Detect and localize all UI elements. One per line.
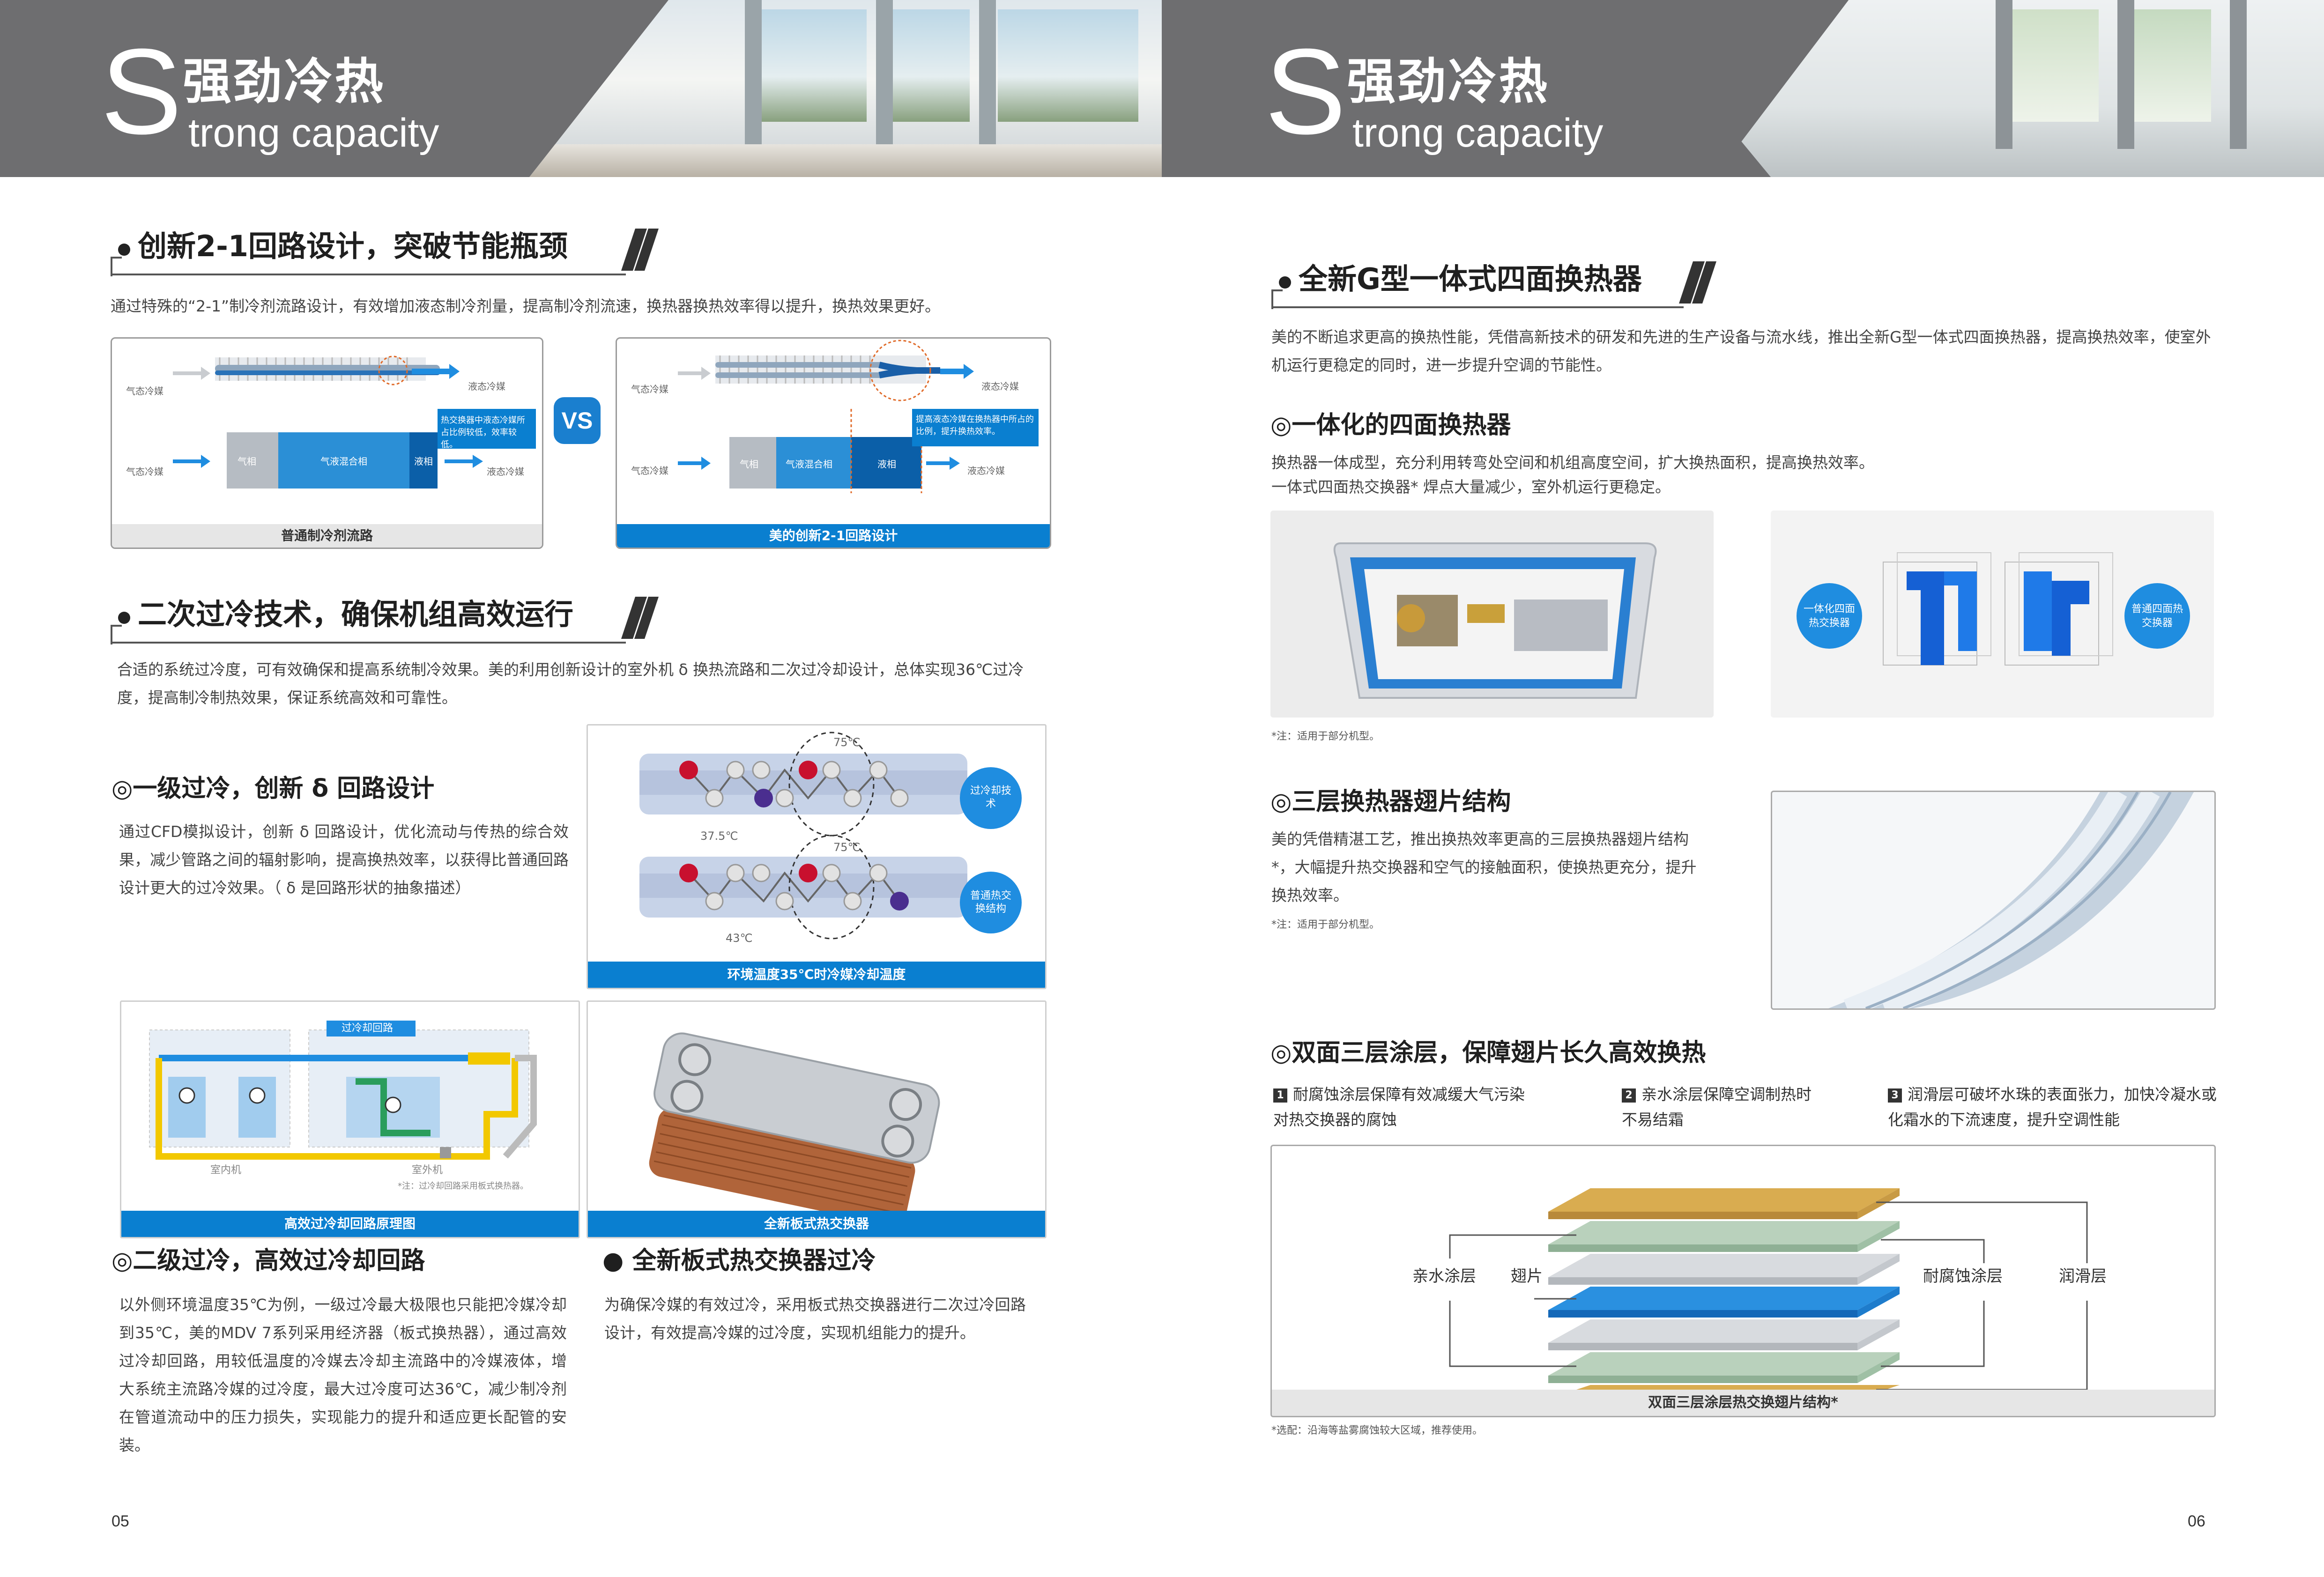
section-heading-text: 二次过冷技术，确保机组高效运行 [138,597,574,631]
section-heading-2-1-loop: 创新2-1回路设计，突破节能瓶颈 [111,224,659,276]
point-number: 1 [1273,1088,1287,1103]
liquid-out-label: 液态冷媒 [468,381,505,392]
header-title-cn: 强劲冷热 [1347,53,1550,110]
ordinary-exchange-badge: 普通热交换结构 [970,890,1011,915]
section-heading-g-type-exchanger: 全新G型一体式四面换热器 [1271,257,1716,309]
subcooling-badge: 过冷却技术 [970,785,1011,810]
seg-gas-label: 气相 [238,456,256,467]
outdoor-unit-label: 室外机 [412,1164,443,1176]
seg-liq-label: 液相 [877,459,896,470]
ordinary-loop-figure: 气态冷媒 液态冷媒 气态冷媒 液态冷媒 气相 气液混合相 液相 热交换器中液态冷… [111,337,543,549]
indoor-unit-label: 室内机 [210,1164,242,1176]
subheading-secondary-subcooling: ◎二级过冷，高效过冷却回路 [111,1247,425,1275]
vs-text: VS [561,407,593,434]
callout-text: 提高液态冷媒在换热器中所占的比例，提升换热效率。 [916,415,1034,437]
footnote: *选配：沿海等盐雾腐蚀较大区域，推荐使用。 [1271,1425,1483,1436]
stripes-icon [621,597,659,639]
point-number: 2 [1622,1088,1636,1103]
figure-caption: 双面三层涂层热交换翅片结构* [1272,1390,2214,1416]
figure-caption: 全新板式热交换器 [588,1211,1045,1237]
seg-gas-label: 气相 [740,459,758,470]
anticorrosion-label: 耐腐蚀涂层 [1918,1266,2007,1287]
cooling-temperature-figure: 75℃ 37.5℃ 75℃ 43℃ 过冷却技术 普通热交换结构 环境温度35℃时… [587,724,1047,989]
outdoor-unit-photo [1270,511,1714,718]
subheading-delta-loop: ◎一级过冷，创新 δ 回路设计 [111,775,435,803]
callout-text: 热交换器中液态冷媒所占比例较低，效率较低。 [441,415,525,450]
header-title-cn: 强劲冷热 [183,53,386,110]
temperature-label: 37.5℃ [700,829,738,843]
fin-label: 翅片 [1511,1267,1543,1286]
temperature-label: 75℃ [833,736,861,749]
header-big-letter: S [101,24,182,160]
coating-structure-figure: 亲水涂层 翅片 耐腐蚀涂层 润滑层 双面三层涂层热交换翅片结构* [1270,1145,2216,1417]
interior-photo [1715,0,2324,177]
integrated-exchanger-badge: 一体化四面热交换器 [1803,603,1855,629]
figure-caption: 普通制冷剂流路 [112,524,542,548]
footnote: *注：适用于部分机型。 [1271,731,1380,742]
section-intro: 合适的系统过冷度，可有效确保和提高系统制冷效果。美的利用创新设计的室外机 δ 换… [117,660,1024,707]
subcooling-loop-label: 过冷却回路 [342,1022,394,1034]
section-heading-secondary-subcooling: 二次过冷技术，确保机组高效运行 [111,592,659,644]
seg-mix-label: 气液混合相 [320,456,367,467]
vs-badge: VS [554,397,601,444]
seg-liq-label: 液相 [414,456,433,467]
left-header-banner: S 强劲冷热 trong capacity [0,0,1162,177]
footnote: *注：适用于部分机型。 [1271,919,1380,931]
subheading-body: 换热器一体成型，充分利用转弯处空间和机组高度空间，扩大换热面积，提高换热效率。 [1271,453,1874,472]
page-number: 06 [2188,1512,2205,1530]
gas-in-label: 气态冷媒 [126,385,163,397]
section-intro: 美的不断追求更高的换热性能，凭借高新技术的研发和先进的生产设备与流水线，推出全新… [1271,328,2211,374]
subheading-plate-exchanger: ● 全新板式热交换器过冷 [602,1247,876,1275]
stripes-icon [621,229,659,271]
fin-structure-photo [1771,791,2216,1010]
section-heading-text: 全新G型一体式四面换热器 [1299,262,1642,296]
exchanger-comparison-figure: 一体化四面热交换器 普通四面热交换器 [1771,511,2214,718]
subheading-body: 美的凭借精湛工艺，推出换热效率更高的三层换热器翅片结构*，大幅提升热交换器和空气… [1271,830,1697,904]
header-title-en: trong capacity [1352,111,1604,155]
subcooling-circuit-figure: 过冷却回路 室内机 室外机 *注：过冷却回路采用板式换热器。 高效过冷却回路原理… [120,1000,580,1238]
subheading-body: 为确保冷媒的有效过冷，采用板式热交换器进行二次过冷回路设计，有效提高冷媒的过冷度… [604,1296,1026,1342]
liquid-out-label: 液态冷媒 [981,381,1019,392]
figure-caption: 高效过冷却回路原理图 [121,1211,579,1237]
hydrophilic-label: 亲水涂层 [1412,1267,1476,1286]
subheading-integrated-exchanger: ◎一体化的四面换热器 [1270,411,1511,439]
seg-mix-label: 气液混合相 [786,459,832,470]
point-text: 润滑层可破坏水珠的表面张力，加快冷凝水或化霜水的下流速度，提升空调性能 [1888,1085,2217,1129]
liquid-out-label: 液态冷媒 [487,466,524,477]
stripes-icon [1679,261,1716,304]
ordinary-exchanger-badge: 普通四面热交换器 [2131,603,2183,629]
subheading-body: 以外侧环境温度35℃为例，一级过冷最大极限也只能把冷媒冷却到35℃，美的MDV … [119,1296,567,1454]
header-title-en: trong capacity [188,111,439,155]
header-big-letter: S [1265,24,1346,160]
subheading-three-layer-fin: ◎三层换热器翅片结构 [1270,788,1511,816]
temperature-label: 43℃ [726,932,753,945]
section-heading-text: 创新2-1回路设计，突破节能瓶颈 [138,229,568,263]
temperature-label: 75℃ [833,841,861,854]
subheading-body: 一体式四面热交换器* 焊点大量减少，室外机运行更稳定。 [1271,478,1671,496]
section-intro: 通过特殊的“2-1”制冷剂流路设计，有效增加液态制冷剂量，提高制冷剂流速，换热器… [111,297,941,315]
liquid-out-label: 液态冷媒 [967,465,1005,476]
lubricant-label: 润滑层 [2054,1266,2111,1287]
figure-caption: 美的创新2-1回路设计 [617,524,1050,548]
point-number: 3 [1888,1088,1902,1103]
gas-in-label: 气态冷媒 [631,465,668,476]
gas-in-label: 气态冷媒 [631,384,668,395]
point-text: 亲水涂层保障空调制热时不易结霜 [1622,1085,1812,1129]
circuit-note: *注：过冷却回路采用板式换热器。 [398,1181,528,1191]
gas-in-label: 气态冷媒 [126,466,163,477]
point-text: 耐腐蚀涂层保障有效减缓大气污染对热交换器的腐蚀 [1273,1085,1525,1129]
subheading-double-coating: ◎双面三层涂层，保障翅片长久高效换热 [1270,1039,1706,1067]
midea-2-1-loop-figure: 气态冷媒 液态冷媒 气态冷媒 液态冷媒 气相 气液混合相 液相 提高液态冷媒在换… [616,337,1051,549]
page-number: 05 [111,1512,129,1530]
plate-heat-exchanger-figure: 全新板式热交换器 [587,1000,1047,1238]
interior-photo [529,0,1162,177]
right-header-banner: S 强劲冷热 trong capacity [1162,0,2324,177]
figure-caption: 环境温度35℃时冷媒冷却温度 [588,962,1045,988]
subheading-body: 通过CFD模拟设计，创新 δ 回路设计，优化流动与传热的综合效果，减少管路之间的… [119,822,569,897]
